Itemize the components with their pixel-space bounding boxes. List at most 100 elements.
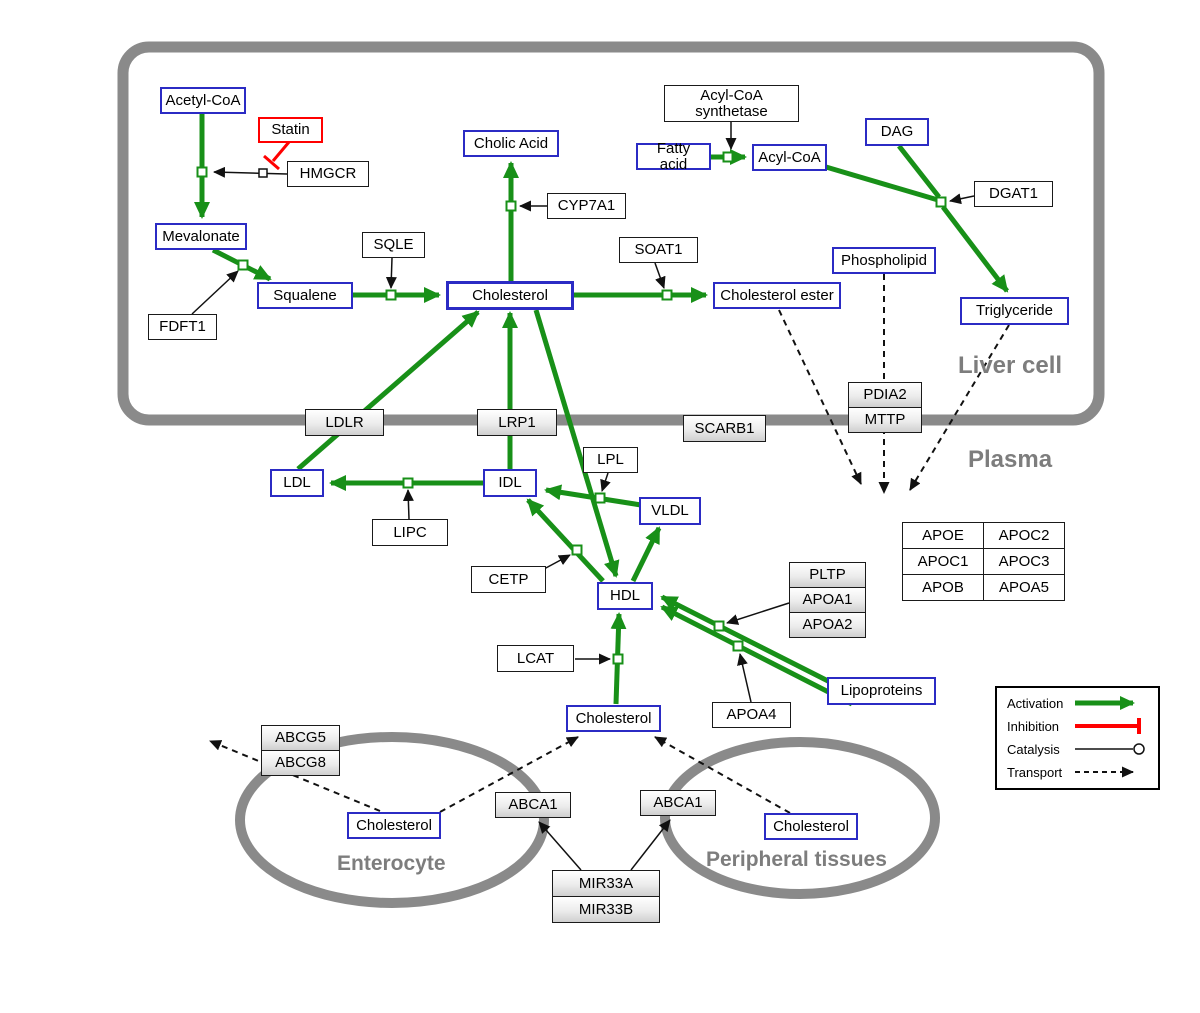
liver-cell-membrane: [117, 41, 1105, 426]
node-acyl-coa: Acyl-CoA: [752, 144, 827, 171]
node-apoc3: APOC3: [983, 548, 1065, 575]
reaction-node: [661, 289, 673, 301]
node-apoc2: APOC2: [983, 522, 1065, 549]
node-lpl: LPL: [583, 447, 638, 473]
legend-symbols-svg: [1075, 696, 1145, 778]
reaction-node: [732, 640, 744, 652]
edge-enterocyte-cholesterol-to-plasma: [439, 736, 579, 813]
node-fatty-acid: Fatty acid: [636, 140, 711, 172]
node-mttp: MTTP: [848, 407, 922, 433]
edge-acylcoa-dgat1: [825, 164, 939, 203]
node-cyp7a1: CYP7A1: [547, 193, 626, 219]
reaction-node: [722, 151, 734, 163]
node-mevalonate: Mevalonate: [155, 223, 247, 250]
edge-dgat1-catalysis: [949, 193, 975, 205]
node-cholesterol-plasma: Cholesterol: [566, 705, 661, 732]
node-fdft1: FDFT1: [148, 314, 217, 340]
legend: Activation Inhibition Catalysis Transpor…: [995, 686, 1160, 790]
node-cholesterol-ester: Cholesterol ester: [713, 282, 841, 309]
plasma-label: Plasma: [968, 446, 1053, 473]
reaction-node: [935, 196, 947, 208]
node-ldlr: LDLR: [305, 409, 384, 436]
edge-dag-dgat1: [897, 144, 941, 199]
node-hdl: HDL: [597, 582, 653, 610]
reaction-node: [402, 477, 414, 489]
edge-hdl-idl: [526, 498, 605, 583]
node-lipoproteins: Lipoproteins: [827, 677, 936, 705]
node-vldl: VLDL: [639, 497, 701, 525]
inhibition-edge: [263, 141, 291, 171]
edge-cetp-catalysis: [543, 554, 571, 570]
reaction-node-squares: [196, 151, 947, 665]
node-cetp: CETP: [471, 566, 546, 593]
catalysis-edges: [191, 122, 975, 871]
node-statin: Statin: [258, 117, 323, 143]
node-lrp1: LRP1: [477, 409, 557, 436]
node-lcat: LCAT: [497, 645, 574, 672]
hmgcr-inhibition-node: [258, 168, 268, 178]
edge-fdft1-catalysis: [191, 270, 239, 315]
node-apoa4: APOA4: [712, 702, 791, 728]
reaction-node: [594, 492, 606, 504]
edge-lipoproteins-hdl-upper: [660, 594, 832, 685]
edge-lipc-catalysis: [402, 489, 414, 520]
node-idl: IDL: [483, 469, 537, 497]
node-lipc: LIPC: [372, 519, 448, 546]
reaction-node: [237, 259, 249, 271]
node-triglyceride: Triglyceride: [960, 297, 1069, 325]
legend-transport-label: Transport: [1007, 765, 1063, 780]
node-cholesterol-liver: Cholesterol: [446, 281, 574, 310]
edge-sqle-catalysis: [385, 257, 397, 289]
edge-cholesterol-abcg-efflux: [209, 740, 381, 812]
liver-cell-label: Liver cell: [958, 352, 1063, 379]
edge-lpl-catalysis: [600, 472, 611, 492]
edge-statin-tbar: [263, 154, 280, 171]
edge-ldl-cholesterol-via-ldlr: [296, 310, 480, 471]
node-apoa2: APOA2: [789, 612, 866, 638]
node-cholesterol-peripheral: Cholesterol: [764, 813, 858, 840]
reaction-node: [612, 653, 624, 665]
node-dgat1: DGAT1: [974, 181, 1053, 207]
node-acetyl-coa: Acetyl-CoA: [160, 87, 246, 114]
node-soat1: SOAT1: [619, 237, 698, 263]
node-abcg8: ABCG8: [261, 750, 340, 776]
edge-apoa-stack-catalysis: [726, 602, 790, 625]
node-hmgcr: HMGCR: [287, 161, 369, 187]
reaction-node: [571, 544, 583, 556]
node-apoe: APOE: [902, 522, 984, 549]
node-phospholipid: Phospholipid: [832, 247, 936, 274]
transport-edges: [209, 274, 1010, 814]
edge-soat1-catalysis: [654, 262, 666, 289]
node-mir33a: MIR33A: [552, 870, 660, 897]
edge-hmgcr-catalysis: [213, 166, 288, 178]
legend-catalysis-label: Catalysis: [1007, 742, 1060, 757]
edge-mir33-abca1-enterocyte: [538, 821, 582, 871]
node-acyl-coa-synthetase: Acyl-CoA synthetase: [664, 85, 799, 122]
node-apoa5: APOA5: [983, 574, 1065, 601]
edge-vldl-idl: [544, 484, 642, 508]
edge-cholesterol-hdl: [533, 309, 620, 578]
edge-dgat1-triglyceride: [941, 205, 1009, 293]
edge-peripheral-cholesterol-to-plasma: [654, 736, 791, 814]
enterocyte-label: Enterocyte: [337, 852, 446, 875]
node-apoa1: APOA1: [789, 587, 866, 613]
node-dag: DAG: [865, 118, 929, 146]
node-apoc1: APOC1: [902, 548, 984, 575]
node-cholesterol-enterocyte: Cholesterol: [347, 812, 441, 839]
peripheral-tissues-label: Peripheral tissues: [706, 848, 887, 871]
node-cholic-acid: Cholic Acid: [463, 130, 559, 157]
node-scarb1: SCARB1: [683, 415, 766, 442]
reaction-node: [196, 166, 208, 178]
legend-activation-label: Activation: [1007, 696, 1064, 711]
node-abcg5: ABCG5: [261, 725, 340, 751]
legend-catalysis-circle: [1133, 743, 1145, 755]
legend-inhibition-label: Inhibition: [1007, 719, 1060, 734]
node-pdia2: PDIA2: [848, 382, 922, 408]
node-abca1-enterocyte: ABCA1: [495, 792, 571, 818]
edge-lipoproteins-hdl-lower: [660, 604, 854, 707]
edge-hdl-vldl: [630, 526, 662, 583]
node-mir33b: MIR33B: [552, 896, 660, 923]
node-squalene: Squalene: [257, 282, 353, 309]
